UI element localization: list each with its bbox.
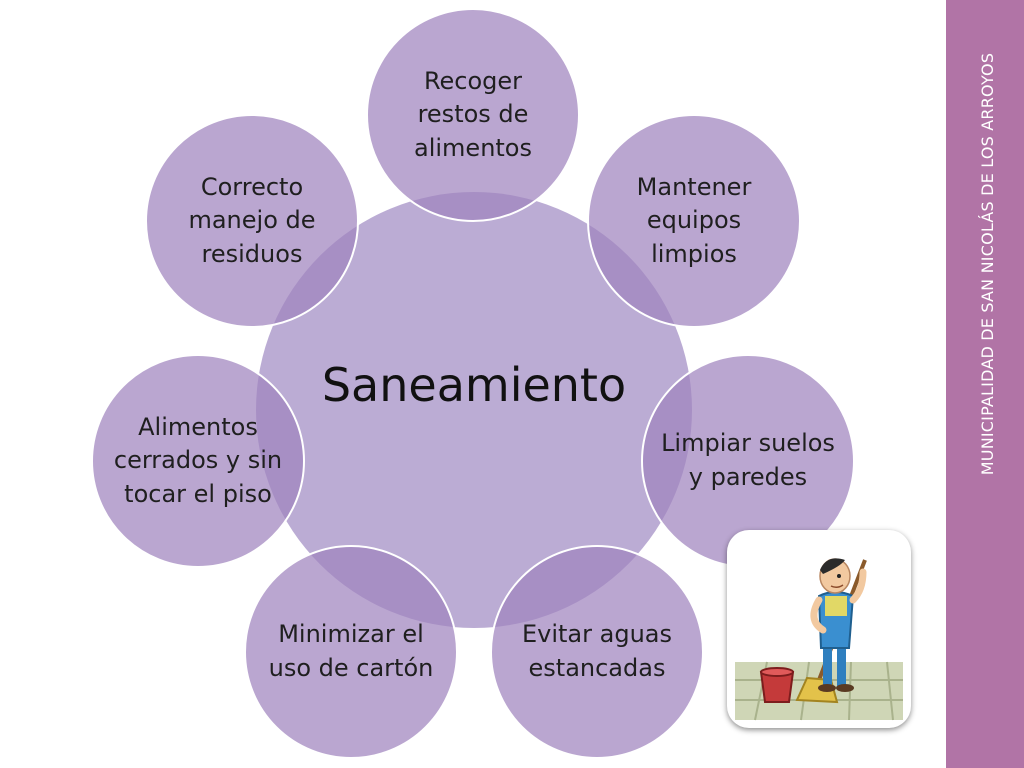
sidebar-band (946, 0, 1024, 768)
node-evitar-aguas: Evitar aguas estancadas (490, 545, 704, 759)
node-manejo-residuos: Correcto manejo de residuos (145, 114, 359, 328)
node-label: Evitar aguas estancadas (521, 620, 672, 682)
node-mantener-equipos: Mantener equipos limpios (587, 114, 801, 328)
node-alimentos-cerrados: Alimentos cerrados y sin tocar el piso (91, 354, 305, 568)
node-minimizar-carton: Minimizar el uso de cartón (244, 545, 458, 759)
janitor-sweeping-icon (727, 530, 911, 728)
janitor-illustration (735, 558, 903, 721)
node-label: Minimizar el uso de cartón (268, 620, 434, 682)
node-label: Correcto manejo de residuos (188, 172, 316, 268)
node-recoger-restos: Recoger restos de alimentos (366, 8, 580, 222)
sidebar-organization-text: MUNICIPALIDAD DE SAN NICOLÁS DE LOS ARRO… (978, 52, 997, 476)
node-label: Recoger restos de alimentos (414, 66, 532, 162)
center-label: Saneamiento (321, 358, 627, 412)
node-limpiar-suelos: Limpiar suelos y paredes (641, 354, 855, 568)
node-label: Alimentos cerrados y sin tocar el piso (113, 412, 283, 508)
node-label: Mantener equipos limpios (636, 172, 752, 268)
node-label: Limpiar suelos y paredes (661, 429, 835, 491)
